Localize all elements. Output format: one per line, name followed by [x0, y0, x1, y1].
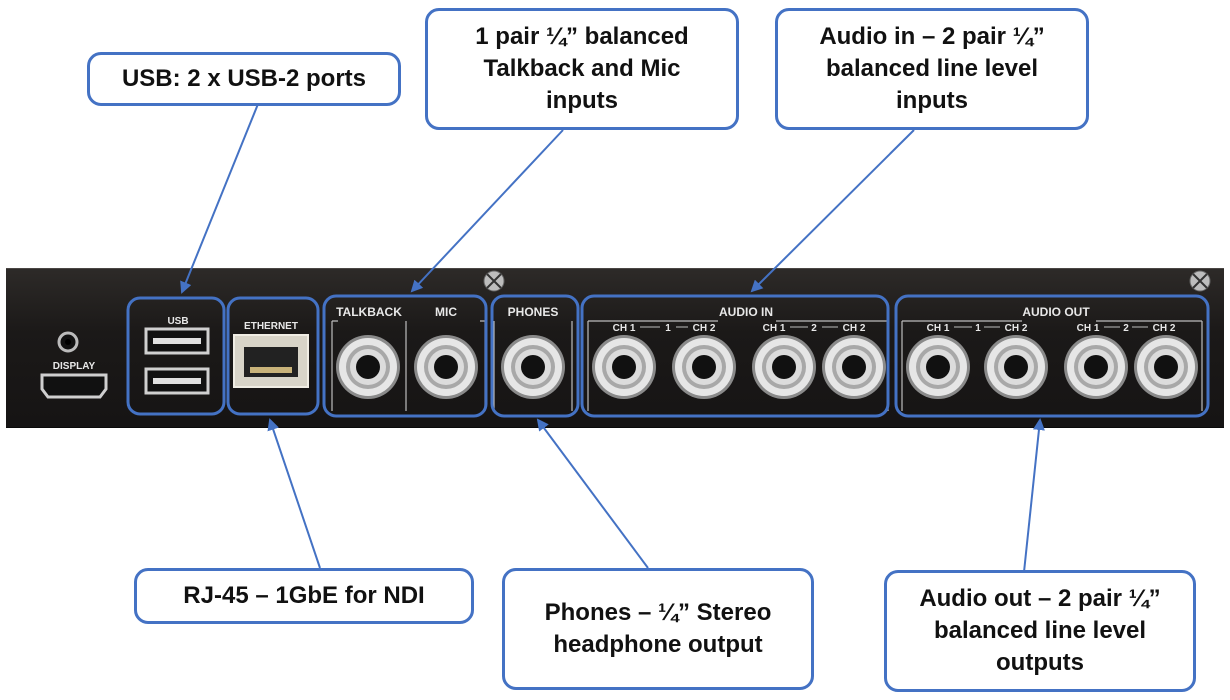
audio-out-pair1: 1	[975, 323, 981, 334]
talkback-label: TALKBACK	[336, 305, 402, 319]
usb-label: USB	[167, 316, 188, 327]
callout-audio-out: Audio out – 2 pair ¼” balanced line leve…	[884, 570, 1196, 692]
audio-out-ch2-a: CH 2	[1005, 323, 1028, 334]
callout-phones: Phones – ¼” Stereo headphone output	[502, 568, 814, 690]
quarter-inch-jack-9	[984, 335, 1048, 399]
quarter-inch-jack-2	[414, 335, 478, 399]
rear-panel: DISPLAY USB ETHERNET TALKBACK MIC PHONES…	[6, 268, 1224, 428]
quarter-inch-jack-7	[822, 335, 886, 399]
quarter-inch-jack-8	[906, 335, 970, 399]
quarter-inch-jack-6	[752, 335, 816, 399]
callout-talkback-mic: 1 pair ¼” balanced Talkback and Mic inpu…	[425, 8, 739, 130]
audio-in-ch1-b: CH 1	[763, 323, 786, 334]
audio-out-pair2: 2	[1123, 323, 1129, 334]
audio-in-ch2-a: CH 2	[693, 323, 716, 334]
display-label: DISPLAY	[53, 361, 96, 372]
phones-label: PHONES	[508, 305, 559, 319]
arrow-audio-in	[750, 129, 915, 293]
jacks	[336, 335, 1198, 399]
audio-in-pair1: 1	[665, 323, 671, 334]
usb-ports: USB	[144, 316, 210, 395]
audio-in-label: AUDIO IN	[719, 305, 773, 319]
audio-out-label: AUDIO OUT	[1022, 305, 1090, 319]
quarter-inch-jack-4	[592, 335, 656, 399]
arrow-talkback-mic	[410, 129, 564, 293]
display-port: DISPLAY	[40, 331, 108, 399]
ethernet-port: ETHERNET	[233, 321, 309, 388]
quarter-inch-jack-10	[1064, 335, 1128, 399]
audio-out-ch1-b: CH 1	[1077, 323, 1100, 334]
rear-panel-drawing: DISPLAY USB ETHERNET TALKBACK MIC PHONES…	[40, 270, 1211, 411]
quarter-inch-jack-1	[336, 335, 400, 399]
arrow-audio-out	[1023, 418, 1045, 573]
mic-label: MIC	[435, 305, 457, 319]
quarter-inch-jack-3	[501, 335, 565, 399]
quarter-inch-jack-5	[672, 335, 736, 399]
arrow-phones	[536, 418, 649, 569]
callout-rj45: RJ-45 – 1GbE for NDI	[134, 568, 474, 624]
audio-out-ch1-a: CH 1	[927, 323, 950, 334]
audio-out-ch2-b: CH 2	[1153, 323, 1176, 334]
callout-audio-in: Audio in – 2 pair ¼” balanced line level…	[775, 8, 1089, 130]
ethernet-label: ETHERNET	[244, 321, 298, 332]
screw-1	[483, 270, 505, 292]
audio-in-ch2-b: CH 2	[843, 323, 866, 334]
screw-2	[1189, 270, 1211, 292]
arrow-usb	[180, 103, 259, 294]
arrow-rj45	[267, 418, 321, 569]
audio-in-pair2: 2	[811, 323, 817, 334]
quarter-inch-jack-11	[1134, 335, 1198, 399]
audio-in-ch1-a: CH 1	[613, 323, 636, 334]
callout-usb: USB: 2 x USB-2 ports	[87, 52, 401, 106]
